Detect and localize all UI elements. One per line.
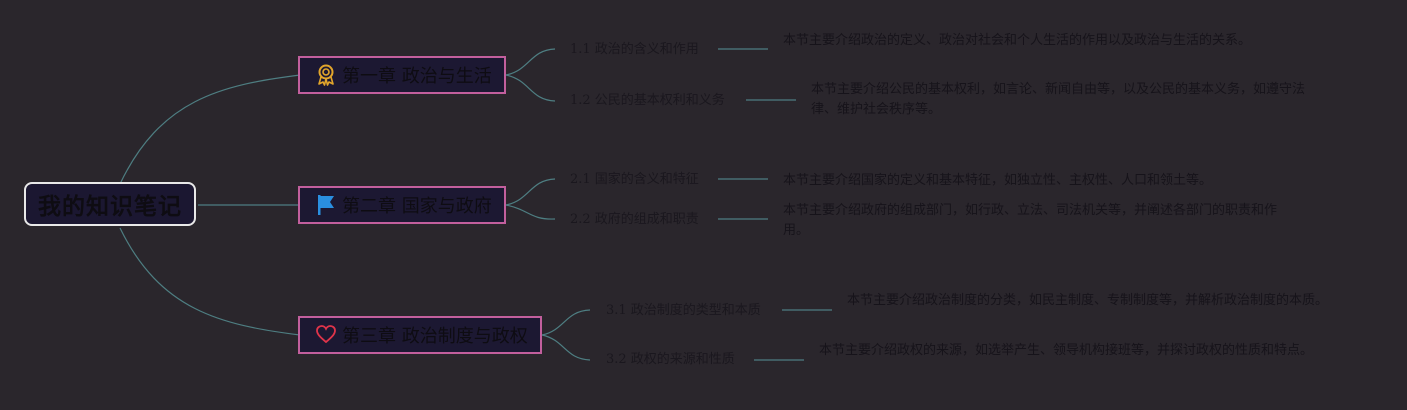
section-3-1-description[interactable]: 本节主要介绍政治制度的分类，如民主制度、专制制度等，并解析政治制度的本质。: [847, 293, 1329, 308]
link-root-chapter-1: [119, 74, 301, 185]
section-1-1[interactable]: 1.1 政治的含义和作用: [570, 42, 699, 57]
link-ch3-s2: [541, 334, 591, 361]
section-2-1[interactable]: 2.1 国家的含义和特征: [570, 172, 699, 187]
section-2-1-description[interactable]: 本节主要介绍国家的定义和基本特征，如独立性、主权性、人口和领土等。: [783, 173, 1213, 188]
chapter-node-2[interactable]: 第二章 国家与政府: [298, 186, 506, 224]
award-icon: [316, 64, 336, 86]
link-ch2-s1: [505, 178, 556, 206]
flag-icon: [316, 194, 336, 216]
section-1-2[interactable]: 1.2 公民的基本权利和义务: [570, 93, 725, 108]
root-title: 我的知识笔记: [38, 194, 182, 220]
section-1-1-description[interactable]: 本节主要介绍政治的定义、政治对社会和个人生活的作用以及政治与生活的关系。: [783, 33, 1252, 48]
link-ch3-s1: [541, 309, 591, 336]
section-2-2[interactable]: 2.2 政府的组成和职责: [570, 212, 699, 227]
chapter-title-2: 第二章 国家与政府: [342, 196, 492, 217]
section-1-2-description[interactable]: 本节主要介绍公民的基本权利，如言论、新闻自由等，以及公民的基本义务，如遵守法律、…: [811, 82, 1306, 117]
section-2-2-description[interactable]: 本节主要介绍政府的组成部门，如行政、立法、司法机关等，并阐述各部门的职责和作用。: [783, 203, 1278, 238]
chapter-title-1: 第一章 政治与生活: [342, 66, 492, 87]
link-ch1-s1: [505, 48, 556, 76]
section-3-2[interactable]: 3.2 政权的来源和性质: [606, 352, 735, 367]
root-node[interactable]: 我的知识笔记: [24, 182, 196, 226]
heart-icon: [316, 324, 336, 346]
section-3-1[interactable]: 3.1 政治制度的类型和本质: [606, 303, 761, 318]
link-root-chapter-3: [119, 227, 301, 336]
link-ch2-s2: [505, 204, 556, 220]
section-3-2-description[interactable]: 本节主要介绍政权的来源，如选举产生、领导机构接班等，并探讨政权的性质和特点。: [819, 343, 1314, 358]
chapter-node-3[interactable]: 第三章 政治制度与政权: [298, 316, 542, 354]
chapter-title-3: 第三章 政治制度与政权: [342, 326, 528, 347]
chapter-node-1[interactable]: 第一章 政治与生活: [298, 56, 506, 94]
link-ch1-s2: [505, 74, 556, 102]
